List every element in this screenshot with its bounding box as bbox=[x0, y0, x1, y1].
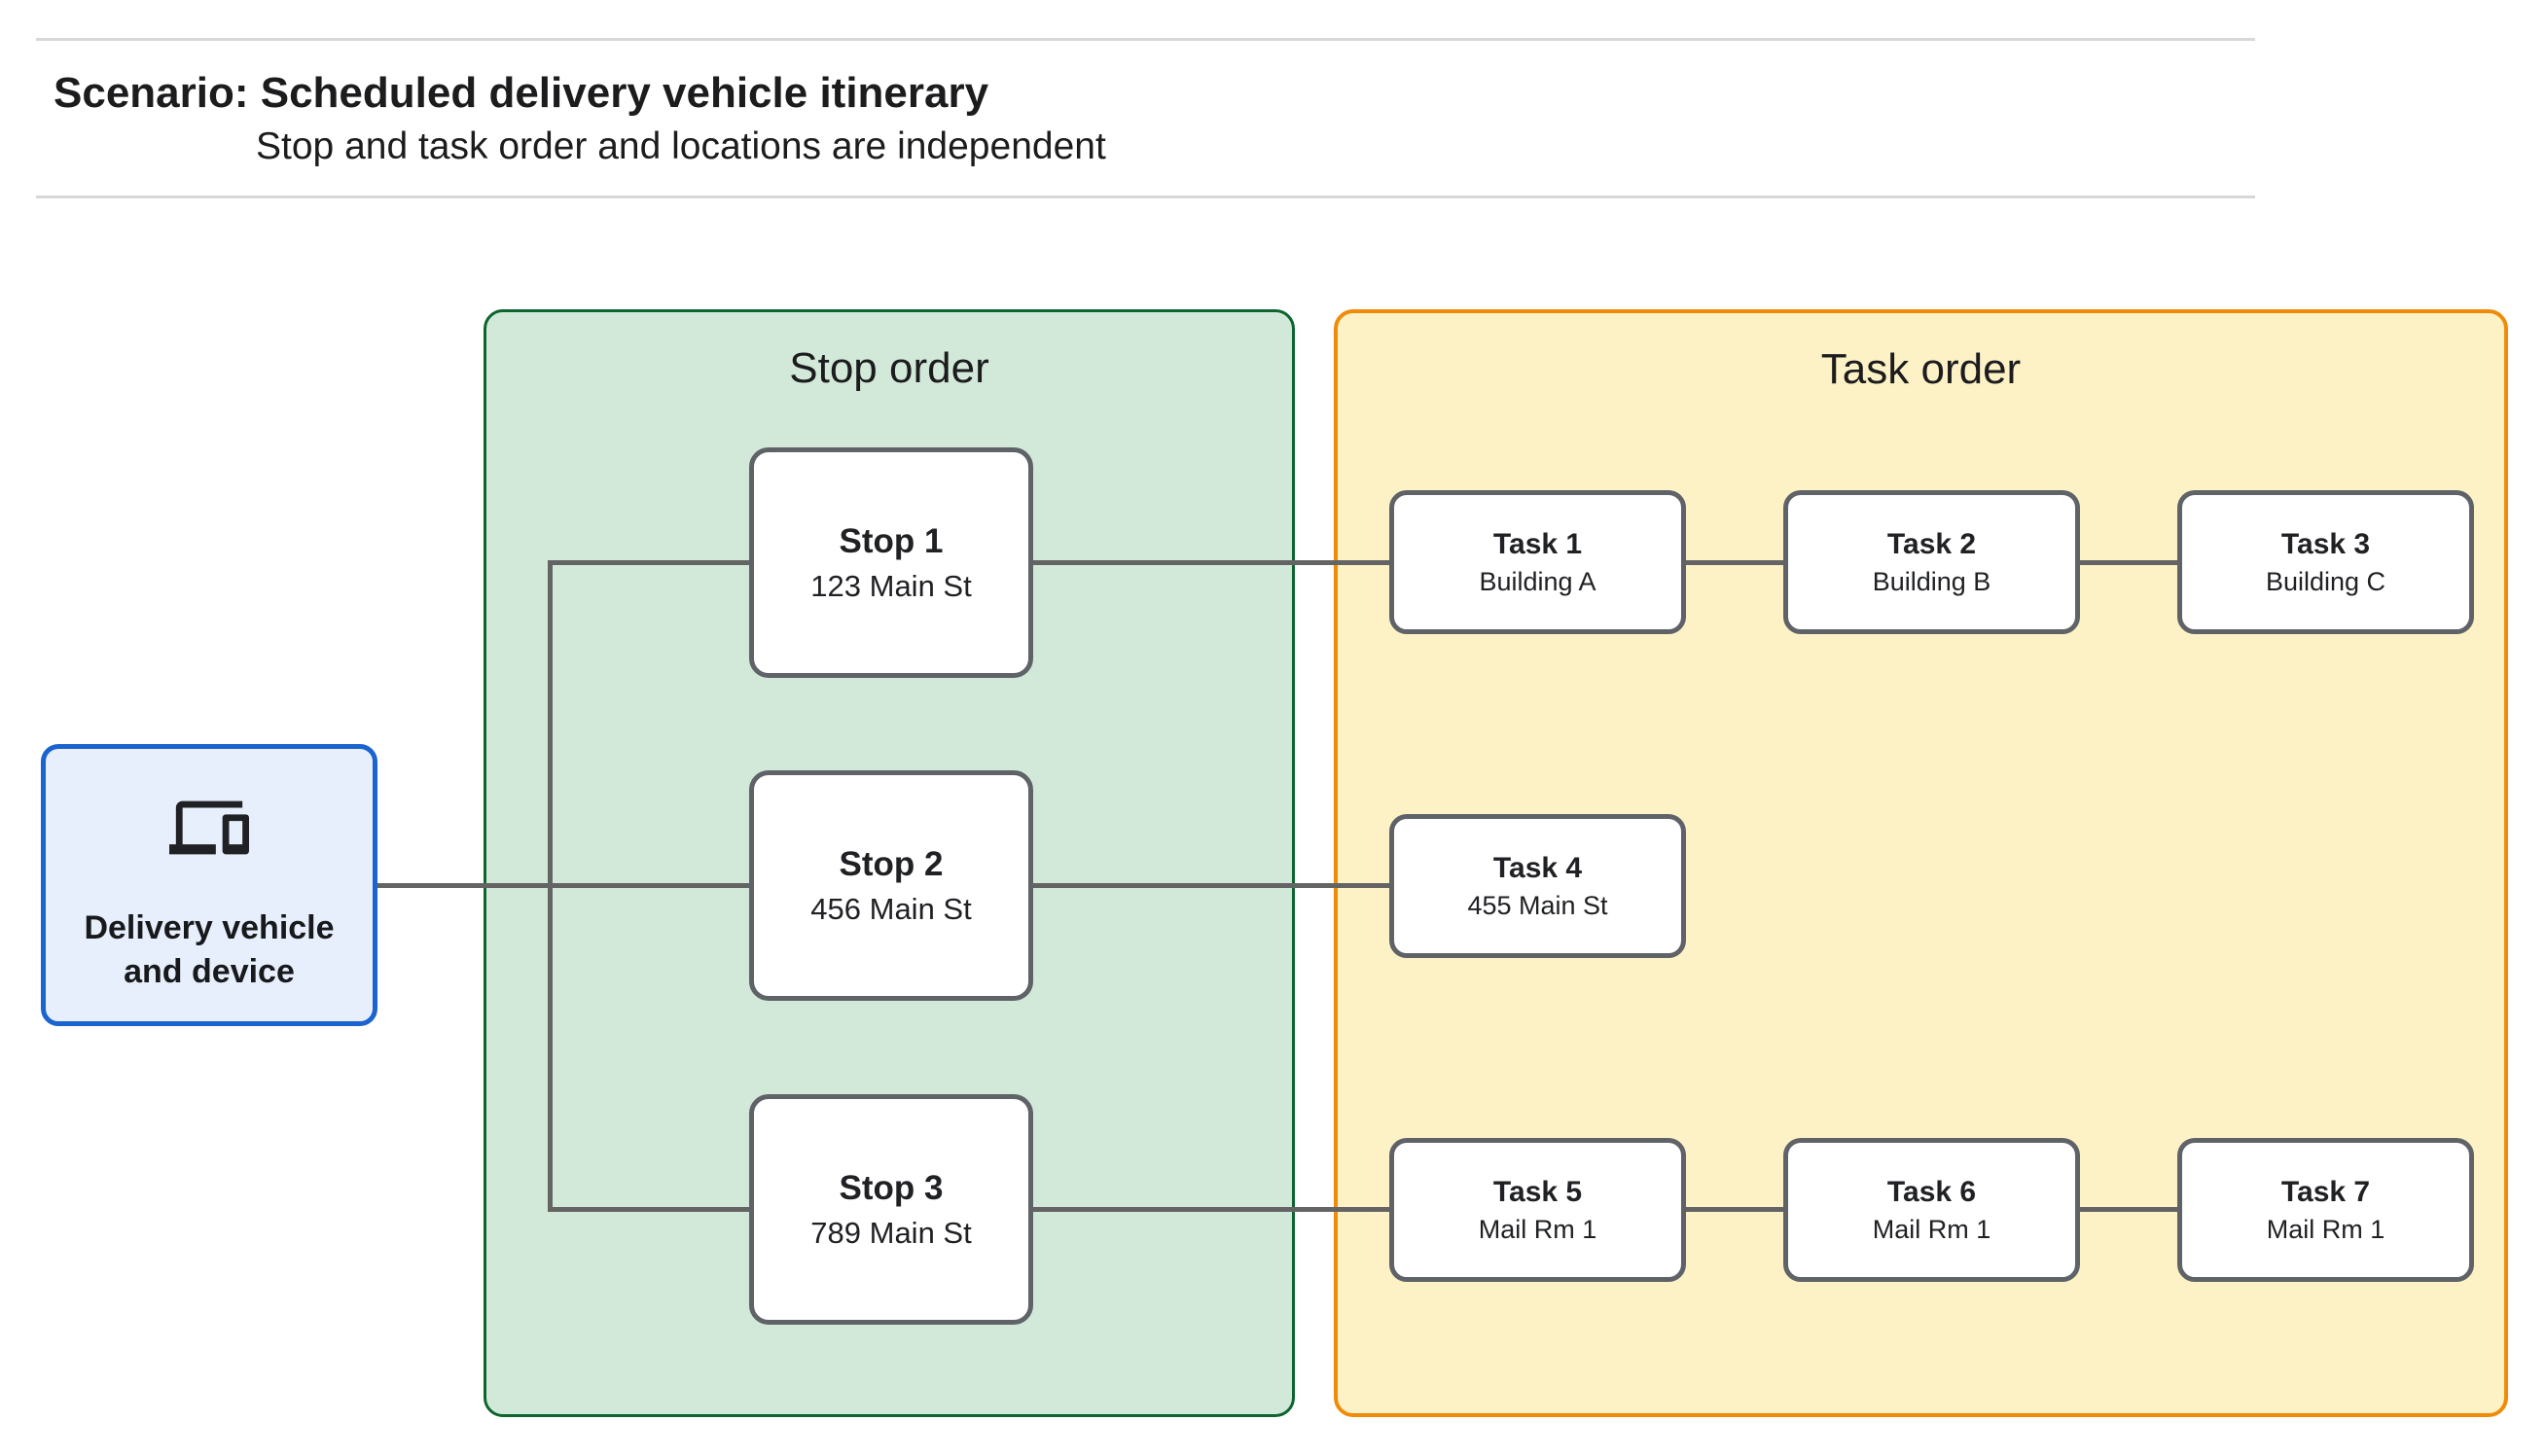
connector-task1-to-task2 bbox=[1686, 560, 1783, 565]
page-subtitle: Stop and task order and locations are in… bbox=[256, 125, 1106, 167]
stop-3-address: 789 Main St bbox=[810, 1215, 972, 1250]
task-1-location: Building A bbox=[1479, 567, 1596, 596]
connector-branch-to-stop1 bbox=[551, 560, 749, 565]
stop-3-node: Stop 3 789 Main St bbox=[749, 1094, 1033, 1325]
task-2-name: Task 2 bbox=[1886, 528, 1977, 560]
delivery-vehicle-label: Delivery vehicle and device bbox=[84, 906, 334, 994]
connector-branch-vertical bbox=[548, 560, 553, 1212]
task-1-name: Task 1 bbox=[1492, 528, 1583, 560]
task-5-name: Task 5 bbox=[1492, 1176, 1583, 1208]
stop-1-name: Stop 1 bbox=[839, 521, 944, 560]
task-6-name: Task 6 bbox=[1886, 1176, 1977, 1208]
stop-1-node: Stop 1 123 Main St bbox=[749, 447, 1033, 678]
task-7-location: Mail Rm 1 bbox=[2266, 1215, 2385, 1244]
connector-task2-to-task3 bbox=[2080, 560, 2177, 565]
task-3-name: Task 3 bbox=[2280, 528, 2371, 560]
task-order-panel-title: Task order bbox=[1820, 345, 2022, 393]
task-2-node: Task 2 Building B bbox=[1783, 490, 2080, 634]
task-6-location: Mail Rm 1 bbox=[1872, 1215, 1991, 1244]
task-4-node: Task 4 455 Main St bbox=[1389, 814, 1686, 958]
stop-order-panel-title: Stop order bbox=[789, 344, 989, 392]
delivery-vehicle-node: Delivery vehicle and device bbox=[41, 744, 377, 1026]
delivery-vehicle-label-line2: and device bbox=[124, 953, 295, 990]
task-4-name: Task 4 bbox=[1492, 852, 1583, 884]
connector-task5-to-task6 bbox=[1686, 1207, 1783, 1212]
stop-3-name: Stop 3 bbox=[839, 1168, 944, 1207]
connector-branch-to-stop3 bbox=[551, 1207, 749, 1212]
delivery-vehicle-label-line1: Delivery vehicle bbox=[84, 909, 335, 946]
divider-top bbox=[36, 38, 2255, 41]
stop-2-address: 456 Main St bbox=[810, 891, 972, 926]
connector-task6-to-task7 bbox=[2080, 1207, 2177, 1212]
stop-2-name: Stop 2 bbox=[839, 844, 944, 883]
stop-1-address: 123 Main St bbox=[810, 568, 972, 603]
task-2-location: Building B bbox=[1872, 567, 1991, 596]
connector-stop2-to-task4 bbox=[1033, 883, 1389, 888]
task-7-node: Task 7 Mail Rm 1 bbox=[2177, 1138, 2474, 1282]
task-3-node: Task 3 Building C bbox=[2177, 490, 2474, 634]
task-3-location: Building C bbox=[2265, 567, 2386, 596]
task-5-node: Task 5 Mail Rm 1 bbox=[1389, 1138, 1686, 1282]
stop-2-node: Stop 2 456 Main St bbox=[749, 770, 1033, 1001]
page-title: Scenario: Scheduled delivery vehicle iti… bbox=[54, 69, 989, 117]
task-7-name: Task 7 bbox=[2280, 1176, 2371, 1208]
connector-stop1-to-task1 bbox=[1033, 560, 1389, 565]
task-1-node: Task 1 Building A bbox=[1389, 490, 1686, 634]
task-6-node: Task 6 Mail Rm 1 bbox=[1783, 1138, 2080, 1282]
connector-stop3-to-task5 bbox=[1033, 1207, 1389, 1212]
divider-bottom bbox=[36, 195, 2255, 198]
devices-icon bbox=[169, 800, 249, 855]
task-5-location: Mail Rm 1 bbox=[1478, 1215, 1597, 1244]
task-4-location: 455 Main St bbox=[1467, 891, 1608, 920]
connector-source-to-stop2 bbox=[377, 883, 749, 888]
